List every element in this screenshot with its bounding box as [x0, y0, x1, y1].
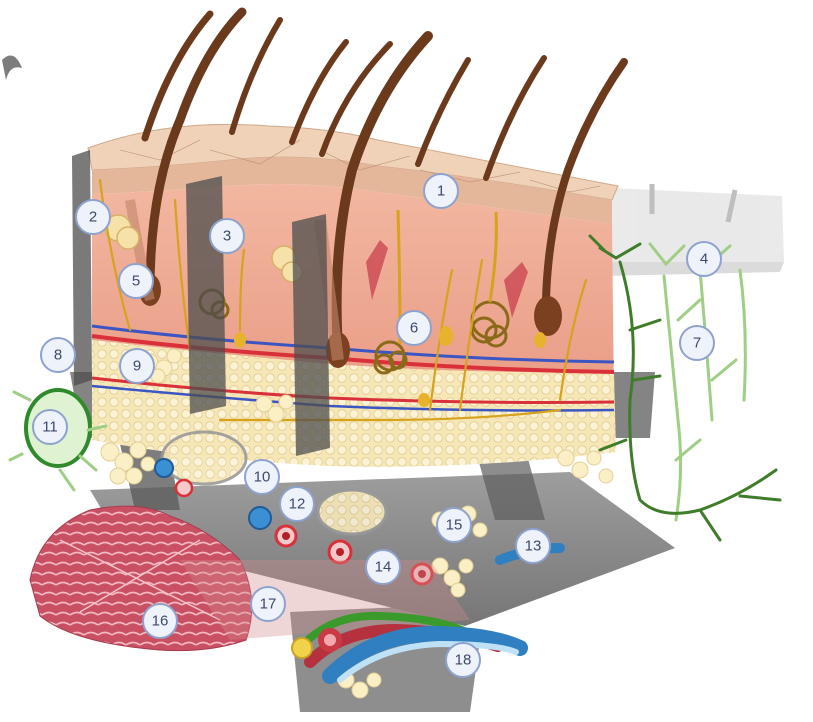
callout-14: 14 [366, 550, 400, 584]
decorative-leaf-icon [2, 56, 22, 81]
svg-text:11: 11 [42, 419, 58, 436]
callout-6: 6 [397, 311, 431, 345]
svg-text:3: 3 [223, 228, 231, 245]
svg-text:9: 9 [133, 358, 141, 375]
svg-text:6: 6 [410, 320, 418, 337]
callout-12: 12 [280, 487, 314, 521]
callout-9: 9 [120, 349, 154, 383]
callout-8: 8 [41, 338, 75, 372]
callout-5: 5 [119, 264, 153, 298]
callout-18: 18 [446, 643, 480, 677]
callout-17: 17 [251, 587, 285, 621]
svg-text:15: 15 [446, 517, 463, 534]
svg-text:2: 2 [89, 209, 97, 226]
svg-text:16: 16 [152, 613, 169, 630]
callout-7: 7 [680, 326, 714, 360]
svg-text:12: 12 [289, 496, 306, 513]
callout-13: 13 [516, 529, 550, 563]
svg-text:7: 7 [693, 335, 701, 352]
callout-11: 11 [33, 410, 67, 444]
svg-text:5: 5 [132, 273, 140, 290]
svg-text:14: 14 [375, 559, 392, 576]
callout-16: 16 [143, 604, 177, 638]
svg-text:1: 1 [437, 183, 445, 200]
svg-text:18: 18 [455, 652, 472, 669]
svg-text:13: 13 [525, 538, 542, 555]
callout-3: 3 [210, 219, 244, 253]
svg-text:10: 10 [254, 469, 271, 486]
svg-text:4: 4 [700, 251, 708, 268]
callout-4: 4 [687, 242, 721, 276]
svg-text:8: 8 [54, 347, 62, 364]
svg-text:17: 17 [260, 596, 277, 613]
callout-2: 2 [76, 200, 110, 234]
callout-1: 1 [424, 174, 458, 208]
callout-10: 10 [245, 460, 279, 494]
callout-15: 15 [437, 508, 471, 542]
